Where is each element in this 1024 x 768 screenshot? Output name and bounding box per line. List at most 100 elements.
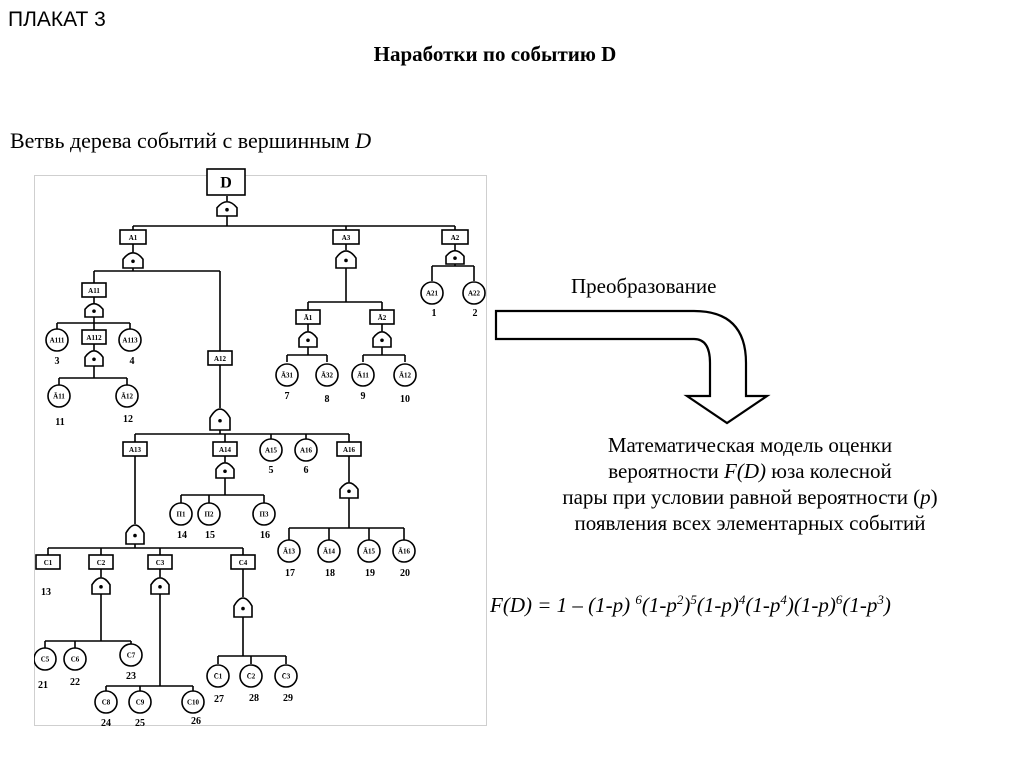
event-number: 1 bbox=[432, 308, 437, 319]
event-box: C2 bbox=[88, 554, 114, 570]
svg-text:П1: П1 bbox=[177, 511, 186, 519]
basic-event-circle: Ā12 bbox=[115, 384, 139, 408]
logic-gate bbox=[372, 331, 392, 348]
basic-event-circle: C10 bbox=[181, 690, 205, 714]
event-number: 28 bbox=[249, 693, 259, 704]
svg-text:Ā2: Ā2 bbox=[378, 314, 387, 322]
event-number: 18 bbox=[325, 568, 335, 579]
top-event-box: D bbox=[206, 168, 246, 196]
event-number: 25 bbox=[135, 718, 145, 729]
event-box: A1 bbox=[119, 229, 147, 245]
basic-event-circle: П1 bbox=[169, 502, 193, 526]
logic-gate bbox=[125, 524, 145, 545]
basic-event-circle: C̄1 bbox=[206, 664, 230, 688]
logic-gate bbox=[84, 350, 104, 367]
svg-text:A2: A2 bbox=[451, 234, 460, 242]
event-number: 11 bbox=[55, 417, 64, 428]
event-number: 19 bbox=[365, 568, 375, 579]
event-box: A12 bbox=[207, 350, 233, 366]
basic-event-circle: Ā32 bbox=[315, 363, 339, 387]
basic-event-circle: П3 bbox=[252, 502, 276, 526]
basic-event-circle: A113 bbox=[118, 328, 142, 352]
svg-text:C̄2: C̄2 bbox=[247, 673, 256, 681]
svg-text:C10: C10 bbox=[187, 699, 200, 707]
svg-text:C3: C3 bbox=[156, 559, 165, 567]
svg-text:A15: A15 bbox=[265, 447, 278, 455]
svg-text:C7: C7 bbox=[127, 652, 136, 660]
svg-text:D: D bbox=[220, 175, 232, 192]
svg-text:A113: A113 bbox=[122, 337, 138, 345]
model-line-2: вероятности F(D) юза колесной bbox=[608, 459, 892, 483]
logic-gate bbox=[215, 462, 235, 479]
tree-frame bbox=[34, 175, 487, 726]
svg-text:A112: A112 bbox=[86, 334, 102, 342]
event-number: 3 bbox=[55, 356, 60, 367]
svg-text:A1: A1 bbox=[129, 234, 138, 242]
logic-gate bbox=[339, 482, 359, 499]
logic-gate bbox=[335, 250, 357, 269]
svg-text:A14: A14 bbox=[219, 446, 232, 454]
basic-event-circle: A15 bbox=[259, 438, 283, 462]
page-title: Наработки по событию D bbox=[373, 42, 617, 66]
basic-event-circle: Ā15 bbox=[357, 539, 381, 563]
basic-event-circle: Ā11 bbox=[351, 363, 375, 387]
logic-gate bbox=[233, 597, 253, 618]
basic-event-circle: Ā11 bbox=[47, 384, 71, 408]
event-box: Ā2 bbox=[369, 309, 395, 325]
event-box: C1 bbox=[35, 554, 61, 570]
event-number: 20 bbox=[400, 568, 410, 579]
svg-text:C̄1: C̄1 bbox=[214, 673, 223, 681]
basic-event-circle: C̄2 bbox=[239, 664, 263, 688]
event-number: 10 bbox=[400, 394, 410, 405]
basic-event-circle: A22 bbox=[462, 281, 486, 305]
event-number: 27 bbox=[214, 694, 224, 705]
svg-text:C5: C5 bbox=[41, 656, 50, 664]
svg-text:A21: A21 bbox=[426, 290, 439, 298]
svg-text:Ā12: Ā12 bbox=[121, 393, 134, 401]
svg-text:C̄3: C̄3 bbox=[282, 673, 291, 681]
event-number: 15 bbox=[205, 530, 215, 541]
svg-text:A111: A111 bbox=[50, 337, 65, 345]
svg-text:Ā31: Ā31 bbox=[281, 372, 294, 380]
event-box: C3 bbox=[147, 554, 173, 570]
event-box: A16 bbox=[336, 441, 362, 457]
basic-event-circle: П2 bbox=[197, 502, 221, 526]
svg-text:Ā14: Ā14 bbox=[323, 548, 336, 556]
svg-text:П2: П2 bbox=[205, 511, 214, 519]
basic-event-circle: Ā12 bbox=[393, 363, 417, 387]
event-box: A3 bbox=[332, 229, 360, 245]
logic-gate bbox=[84, 302, 104, 318]
svg-text:A3: A3 bbox=[342, 234, 351, 242]
transformation-arrow bbox=[494, 309, 771, 425]
basic-event-circle: C̄3 bbox=[274, 664, 298, 688]
model-description: Математическая модель оценки вероятности… bbox=[480, 432, 1020, 536]
event-box: A2 bbox=[441, 229, 469, 245]
basic-event-circle: A111 bbox=[45, 328, 69, 352]
event-number: 13 bbox=[41, 587, 51, 598]
svg-text:A12: A12 bbox=[214, 355, 227, 363]
event-number: 6 bbox=[304, 465, 309, 476]
svg-text:C8: C8 bbox=[102, 699, 111, 707]
event-number: 16 bbox=[260, 530, 270, 541]
svg-text:C2: C2 bbox=[97, 559, 106, 567]
svg-text:A22: A22 bbox=[468, 290, 481, 298]
poster-label: ПЛАКАТ 3 bbox=[8, 8, 106, 31]
basic-event-circle: Ā13 bbox=[277, 539, 301, 563]
svg-text:Ā11: Ā11 bbox=[357, 372, 369, 380]
model-line-3: пары при условии равной вероятности (p) bbox=[562, 485, 938, 509]
logic-gate bbox=[298, 331, 318, 348]
tree-caption: Ветвь дерева событий с вершинным D bbox=[10, 128, 371, 154]
event-number: 4 bbox=[130, 356, 135, 367]
caption-top-event: D bbox=[355, 128, 372, 153]
basic-event-circle: C9 bbox=[128, 690, 152, 714]
svg-text:П3: П3 bbox=[260, 511, 269, 519]
logic-gate bbox=[122, 252, 144, 269]
basic-event-circle: C5 bbox=[34, 647, 57, 671]
event-number: 22 bbox=[70, 677, 80, 688]
caption-text: Ветвь дерева событий с вершинным bbox=[10, 128, 356, 153]
event-number: 5 bbox=[269, 465, 274, 476]
svg-text:Ā16: Ā16 bbox=[398, 548, 411, 556]
event-number: 24 bbox=[101, 718, 111, 729]
basic-event-circle: C8 bbox=[94, 690, 118, 714]
